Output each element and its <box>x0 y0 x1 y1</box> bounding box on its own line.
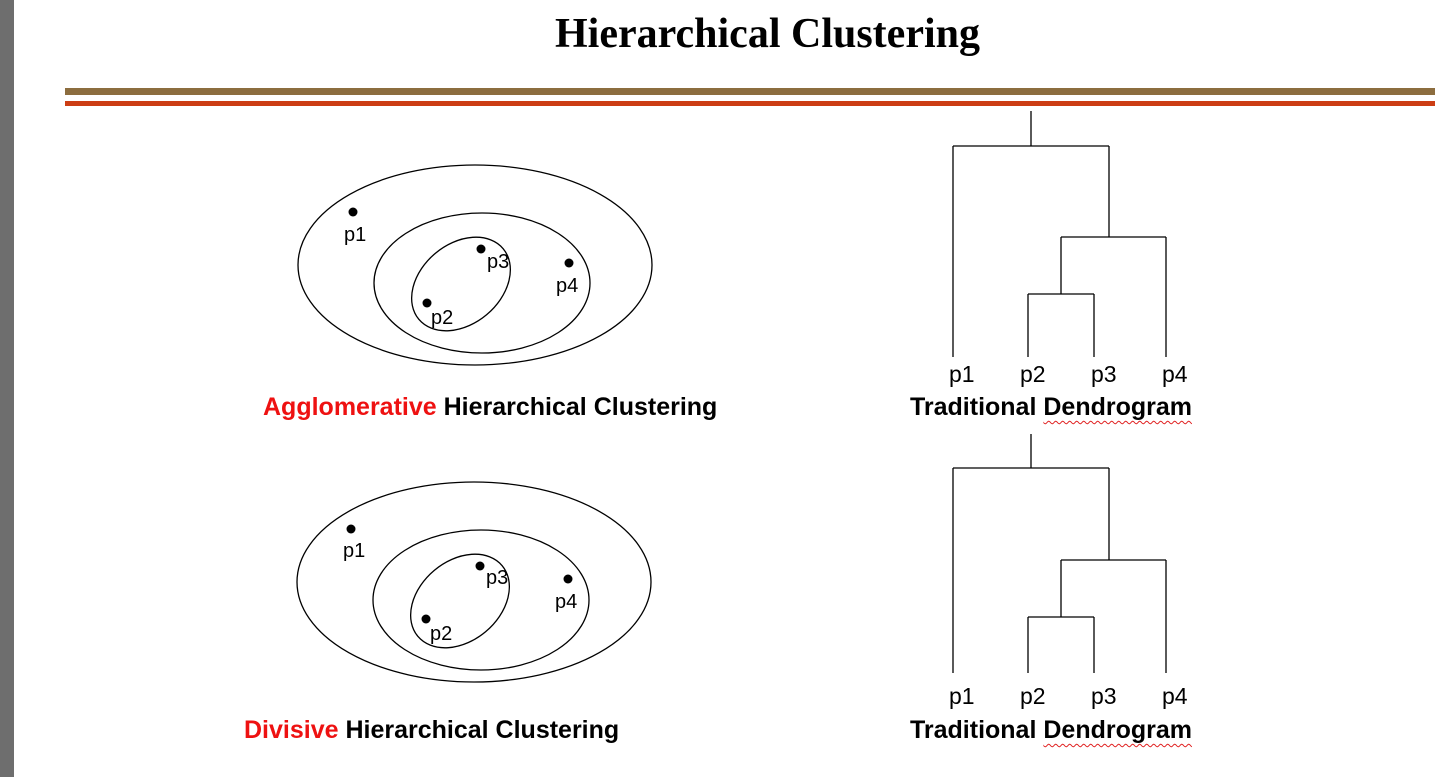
top-leaf-p3: p3 <box>1091 361 1117 387</box>
bottom-label-p4: p4 <box>555 591 577 613</box>
bottom-middle-cluster <box>372 529 590 671</box>
bottom-points: p1 p3 p4 p2 <box>343 524 577 645</box>
bottom-point-p4 <box>563 574 573 584</box>
top-method-rest: Hierarchical Clustering <box>436 393 718 421</box>
top-dendrogram <box>952 111 1167 357</box>
top-method-caption: Agglomerative Hierarchical Clustering <box>263 393 717 422</box>
top-points: p1 p3 p4 p2 <box>344 207 578 329</box>
top-point-p3 <box>476 244 486 254</box>
bottom-label-p1: p1 <box>343 540 365 562</box>
bottom-outer-cluster <box>296 481 652 683</box>
bottom-leaf-p4: p4 <box>1162 683 1188 709</box>
top-cluster-diagram <box>297 164 653 366</box>
bottom-point-p3 <box>475 561 485 571</box>
bottom-dendro-caption-b: Dendrogram <box>1043 716 1192 744</box>
bottom-point-p1 <box>346 524 356 534</box>
top-point-p4 <box>564 258 574 268</box>
top-middle-cluster <box>373 212 591 354</box>
top-label-p4: p4 <box>556 275 578 297</box>
title-rule-brown <box>65 88 1435 95</box>
bottom-inner-cluster <box>409 553 511 649</box>
top-dendrogram-caption: Traditional Dendrogram <box>910 393 1192 422</box>
bottom-dendro-caption-a: Traditional <box>910 716 1044 744</box>
top-point-p2 <box>422 298 432 308</box>
top-point-p1 <box>348 207 358 217</box>
top-label-p3: p3 <box>487 251 509 273</box>
bottom-dendrogram <box>952 434 1167 673</box>
bottom-dendrogram-caption: Traditional Dendrogram <box>910 716 1192 745</box>
top-inner-cluster <box>410 236 512 332</box>
bottom-method-caption: Divisive Hierarchical Clustering <box>244 716 619 745</box>
bottom-leaf-p2: p2 <box>1020 683 1046 709</box>
top-dendro-caption-a: Traditional <box>910 393 1044 421</box>
top-outer-cluster <box>297 164 653 366</box>
top-leaf-p4: p4 <box>1162 361 1188 387</box>
bottom-label-p2: p2 <box>430 623 452 645</box>
top-dendro-caption-b: Dendrogram <box>1043 393 1192 421</box>
bottom-dendro-leaves: p1 p2 p3 p4 <box>949 683 1188 709</box>
bottom-method-rest: Hierarchical Clustering <box>338 716 620 744</box>
top-leaf-p1: p1 <box>949 361 975 387</box>
bottom-method-highlight: Divisive <box>244 716 339 744</box>
bottom-point-p2 <box>421 614 431 624</box>
top-label-p2: p2 <box>431 307 453 329</box>
top-method-highlight: Agglomerative <box>263 393 437 421</box>
slide-title: Hierarchical Clustering <box>555 11 980 57</box>
bottom-label-p3: p3 <box>486 567 508 589</box>
top-dendro-leaves: p1 p2 p3 p4 <box>949 361 1188 387</box>
bottom-cluster-diagram <box>296 481 652 683</box>
title-rule-red <box>65 101 1435 106</box>
bottom-leaf-p1: p1 <box>949 683 975 709</box>
left-edge-bar <box>0 0 14 777</box>
bottom-leaf-p3: p3 <box>1091 683 1117 709</box>
top-leaf-p2: p2 <box>1020 361 1046 387</box>
top-label-p1: p1 <box>344 224 366 246</box>
